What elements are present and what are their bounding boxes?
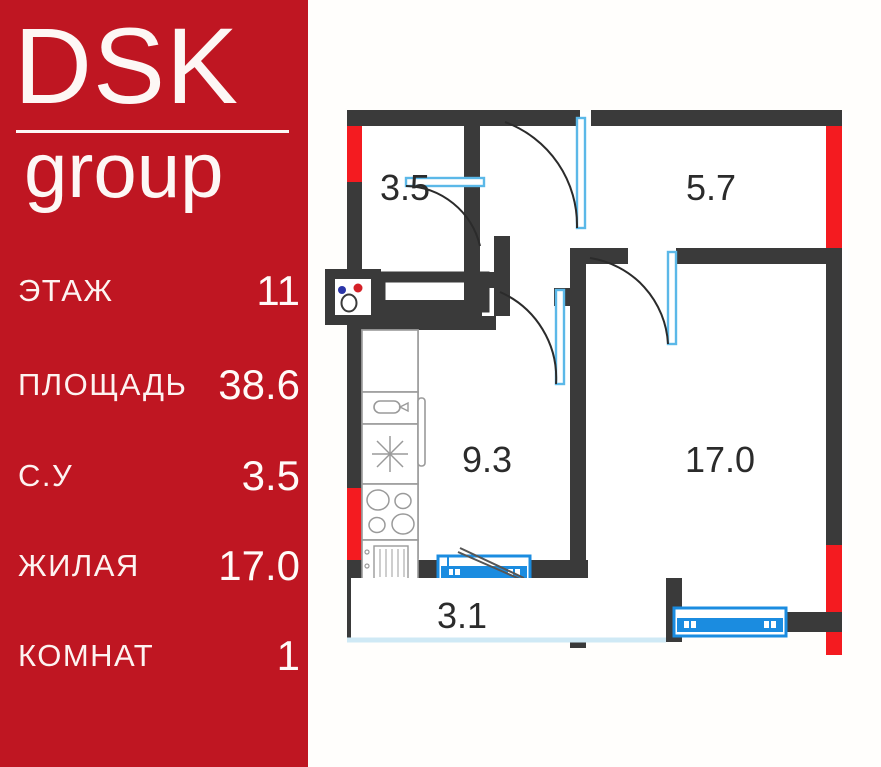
kitchen-door (499, 288, 566, 386)
room-label-kitchen: 9.3 (462, 439, 512, 480)
windows (436, 547, 788, 638)
spec-value-bathroom: 3.5 (241, 452, 300, 499)
wall-corridor-vertical (494, 236, 510, 316)
spec-value-rooms: 1 (276, 632, 300, 679)
wall-closet-outline (362, 316, 496, 330)
spec-value-living-area: 17.0 (218, 542, 300, 589)
spec-label-rooms: КОМНАТ (18, 638, 155, 673)
spec-row-total-area: ПЛОЩАДЬ 38.6 (18, 361, 300, 408)
wall-right-exterior (826, 255, 842, 545)
spec-label-total-area: ПЛОЩАДЬ (18, 367, 188, 402)
spec-label-living-area: ЖИЛАЯ (18, 548, 140, 583)
doors (404, 116, 678, 386)
accent-wall-right-top (826, 110, 842, 255)
accent-wall-right-bottom (826, 545, 842, 655)
spec-label-floor: ЭТАЖ (18, 273, 114, 308)
riser-icon (325, 269, 381, 325)
wall-left-exterior (347, 182, 362, 488)
wall-living-left-lower (570, 348, 586, 648)
stove-icon (366, 489, 415, 535)
spec-value-total-area: 38.6 (218, 361, 300, 408)
room-labels: 3.5 5.7 9.3 17.0 3.1 (380, 167, 755, 636)
entry-door (504, 116, 587, 230)
brand-subtitle: group (24, 126, 224, 214)
spec-label-bathroom: С.У (18, 458, 74, 493)
wall-living-left-upper (570, 248, 586, 348)
spec-row-floor: ЭТАЖ 11 (18, 267, 300, 314)
kitchen-worktop-edge (417, 397, 426, 467)
floor-plan-drawing: 3.5 5.7 9.3 17.0 3.1 (325, 110, 848, 655)
cooktop-icon (372, 436, 408, 472)
accent-wall-left-bottom (347, 488, 362, 578)
wall-living-top-right (676, 248, 842, 264)
living-room-door (589, 250, 678, 346)
spec-value-floor: 11 (256, 267, 300, 314)
room-label-balcony: 3.1 (437, 595, 487, 636)
room-label-bathroom: 3.5 (380, 167, 430, 208)
kitchen-cabinet-upper (361, 329, 419, 393)
kitchen-fixtures (361, 329, 426, 587)
brand-title: DSK (14, 5, 240, 126)
info-panel: DSK group ЭТАЖ 11 ПЛОЩАДЬ 38.6 С.У 3.5 Ж… (0, 0, 308, 767)
living-room-window (672, 606, 788, 638)
room-label-living-room: 17.0 (685, 439, 755, 480)
accent-wall-left-top (347, 110, 362, 182)
room-label-hall: 5.7 (686, 167, 736, 208)
wall-top-left (347, 110, 580, 126)
spec-row-living-area: ЖИЛАЯ 17.0 (18, 542, 300, 589)
sink-icon (373, 400, 401, 414)
spec-row-rooms: КОМНАТ 1 (18, 632, 300, 679)
bathroom-door (404, 176, 486, 247)
brand-logo: DSK group (14, 5, 294, 214)
walls (347, 110, 842, 648)
balcony-outline (347, 578, 666, 643)
wall-top-right (591, 110, 842, 126)
brand-divider (16, 130, 289, 133)
floor-plan: 3.5 5.7 9.3 17.0 3.1 (308, 0, 881, 767)
spec-row-bathroom: С.У 3.5 (18, 452, 300, 499)
wall-living-bottom-right (786, 612, 842, 632)
